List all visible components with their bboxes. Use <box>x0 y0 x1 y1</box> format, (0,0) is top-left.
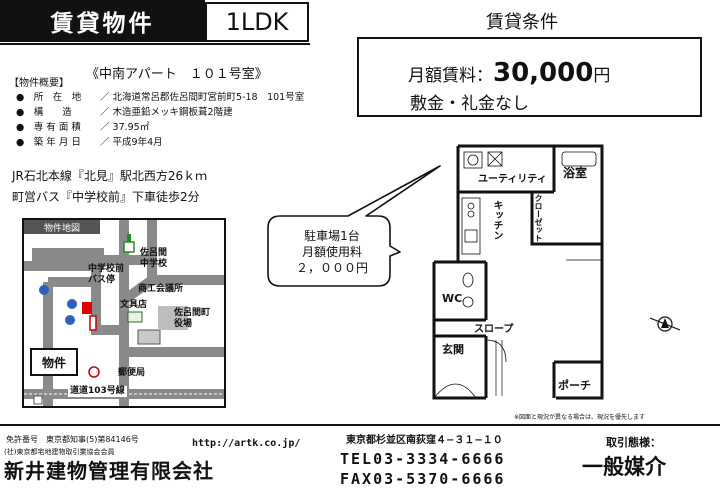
map-label-road: 道道103号線 <box>68 386 127 397</box>
access-bus: 町営バス『中学校前』下車徒歩2分 <box>12 190 200 204</box>
room-bath: 浴室 <box>563 166 588 180</box>
map-label-school-text: 佐呂間 中学校 <box>140 248 168 269</box>
built-date-value: ／ 平成9年4月 <box>100 137 163 148</box>
deal-type: 一般媒介 <box>582 455 666 479</box>
conditions-box <box>357 37 702 117</box>
map-label-town-office-text: 佐呂間町 役場 <box>174 308 211 329</box>
parking-info: 駐車場1台 月額使用料 ２，０００円 <box>272 228 392 276</box>
company-name: 新井建物管理有限会社 <box>4 459 214 483</box>
parking-line-2: 月額使用料 <box>301 245 362 259</box>
deal-type-label: 取引態様： <box>606 436 661 449</box>
structure-value: ／ 木造亜鉛メッキ鋼板葺2階建 <box>100 107 233 118</box>
room-closet: クローゼット <box>534 194 543 242</box>
address-row: ● 所 在 地 ／ 北海道常呂郡佐呂間町宮前町5-18 101号室 <box>16 89 304 103</box>
rent-label: 月額賃料： <box>408 66 493 86</box>
license-number: 免許番号 東京都知事(5)第84146号 <box>6 435 139 444</box>
entrance: 玄関 <box>442 343 464 356</box>
map-label-town-office: 佐呂間町 役場 <box>174 308 210 330</box>
map-label-bus-stop: 中学校前 バス停 <box>88 264 124 286</box>
access-train: JR石北本線『北見』駅北西方26ｋｍ <box>12 169 208 183</box>
summary-label: 【物件概要】 <box>9 78 69 89</box>
floor-plan <box>432 144 604 400</box>
deposit-text: 敷金・礼金なし <box>410 94 529 114</box>
room-utility: ユーティリティ <box>478 174 547 185</box>
map-label-school: 佐呂間 中学校 <box>140 248 167 270</box>
compass-icon <box>650 316 680 332</box>
room-kitchen: キッチン <box>491 200 502 240</box>
address-value: ／ 北海道常呂郡佐呂間町宮前町5-18 101号室 <box>100 92 305 103</box>
plan-note: ※図面と現況が異なる場合は、現況を優先します <box>514 414 646 421</box>
footer-divider <box>0 424 720 426</box>
property-map: 物件地図 佐呂間 中学校 中学校前 バス停 文具店 商工会議所 佐呂間町 役場 … <box>22 218 226 408</box>
room-wc: WC <box>442 292 463 305</box>
parking-line-3: ２，０００円 <box>295 261 368 275</box>
slope: スロープ <box>474 324 514 335</box>
company-url[interactable]: http://artk.co.jp/ <box>192 438 301 449</box>
property-name: 《中南アパート １０１号室》 <box>86 67 268 82</box>
rent-unit: 円 <box>593 66 611 86</box>
rent-value: 30,000 <box>493 58 594 88</box>
company-tel: TEL03-3334-6666 <box>340 450 506 468</box>
structure-row: ● 構 造 ／ 木造亜鉛メッキ鋼板葺2階建 <box>16 104 233 118</box>
area-key: ● 専 有 面 積 <box>16 122 81 133</box>
built-date-row: ● 築 年 月 日 ／ 平成9年4月 <box>16 134 163 148</box>
map-label-bus-stop-text: 中学校前 バス停 <box>88 264 125 285</box>
company-address: 東京都杉並区南荻窪４−３１−１０ <box>346 435 503 446</box>
conditions-title: 賃貸条件 <box>486 12 558 33</box>
map-title: 物件地図 <box>24 220 100 234</box>
map-label-community-hall: 商工会議所 <box>138 284 184 294</box>
association: (社)東京都宅地建物取引業協会会員 <box>4 448 115 456</box>
address-key: ● 所 在 地 <box>16 92 82 103</box>
porch: ポーチ <box>558 379 591 392</box>
structure-key: ● 構 造 <box>16 107 72 118</box>
listing-type-title: 賃貸物件 <box>0 0 205 42</box>
built-date-key: ● 築 年 月 日 <box>16 137 81 148</box>
parking-line-1: 駐車場1台 <box>304 229 360 243</box>
map-label-post-office: 郵便局 <box>118 368 146 378</box>
property-label: 物件 <box>30 348 78 376</box>
company-fax: FAX03-5370-6666 <box>340 470 506 488</box>
area-value: ／ 37.95㎡ <box>100 122 150 133</box>
header-divider <box>0 43 310 45</box>
area-row: ● 専 有 面 積 ／ 37.95㎡ <box>16 119 149 133</box>
map-label-stationery: 文具店 <box>120 300 148 310</box>
rent-line: 月額賃料：30,000円 <box>408 58 610 88</box>
parking-bubble <box>267 165 441 287</box>
layout-type: 1LDK <box>205 2 309 42</box>
